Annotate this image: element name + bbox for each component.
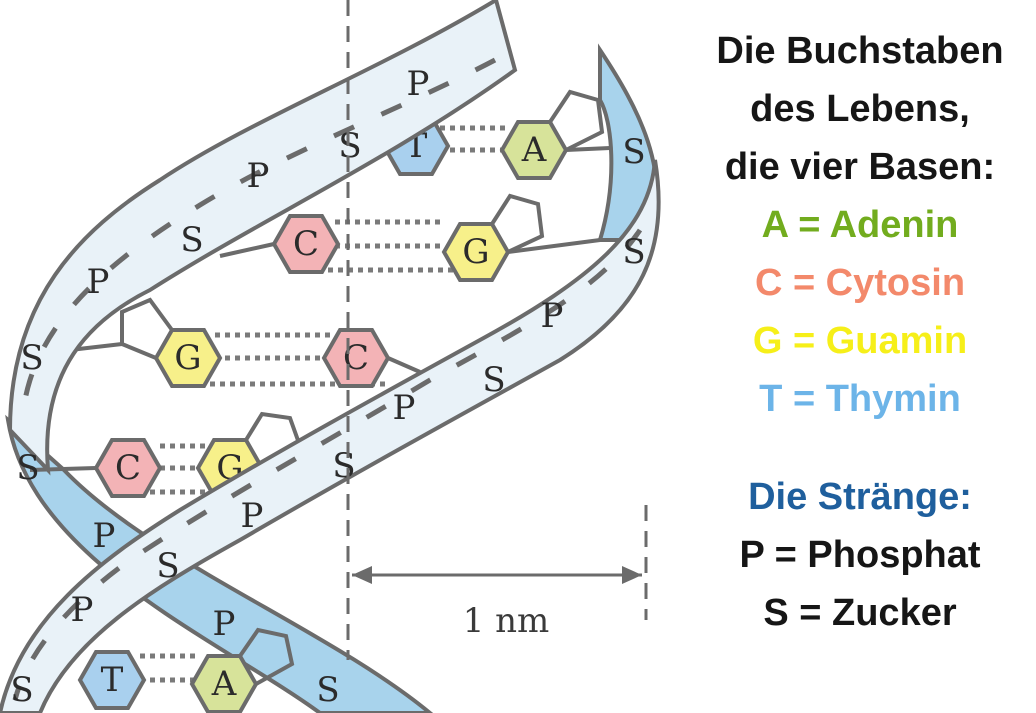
strand-label: P bbox=[213, 604, 236, 644]
legend-heading-line-1: Die Buchstaben bbox=[716, 30, 1004, 72]
strand-label: S bbox=[180, 220, 203, 260]
strand-label: S bbox=[332, 446, 355, 486]
scale-bar: 1 nm bbox=[346, 0, 648, 660]
legend-base-thymin: T = Thymin bbox=[759, 378, 961, 420]
strand-label: P bbox=[93, 516, 116, 556]
strand-label: P bbox=[71, 590, 94, 630]
base-pair-2: C G bbox=[219, 193, 601, 282]
base-label-3-left: G bbox=[174, 338, 201, 378]
legend-base-guamin: G = Guamin bbox=[752, 320, 968, 362]
base-pair-1: T A bbox=[381, 89, 611, 180]
strand-label: S bbox=[622, 132, 645, 172]
strand-label: P bbox=[541, 296, 564, 336]
legend-strand-zucker: S = Zucker bbox=[763, 592, 957, 634]
base-label-2-right: G bbox=[462, 232, 489, 272]
strand-label: S bbox=[20, 338, 43, 378]
strand-label: S bbox=[156, 546, 179, 586]
base-c-3 bbox=[321, 328, 391, 388]
front-strand-backbone-lower bbox=[12, 228, 643, 701]
strand-label: P bbox=[241, 496, 264, 536]
base-pair-3: G C bbox=[69, 297, 421, 388]
legend-strands-heading: Die Stränge: bbox=[748, 476, 972, 518]
strand-label: S bbox=[316, 670, 339, 710]
front-strand-upper-ribbon bbox=[7, 0, 518, 476]
base-label-5-right: A bbox=[211, 664, 237, 704]
base-label-1-right: A bbox=[521, 130, 547, 170]
base-t-5 bbox=[77, 650, 147, 710]
base-label-5-left: T bbox=[101, 660, 124, 700]
legend-heading-line-2: des Lebens, bbox=[750, 88, 970, 130]
front-strand-backbone-upper bbox=[22, 57, 497, 401]
base-label-2-left: C bbox=[293, 224, 319, 264]
base-label-4-left: C bbox=[115, 448, 141, 488]
base-pairs: T A C G bbox=[29, 89, 611, 498]
strand-label: P bbox=[247, 156, 270, 196]
strand-label: S bbox=[10, 670, 33, 710]
strand-label: S bbox=[16, 448, 39, 488]
back-strand-letters: S S P P S bbox=[16, 132, 645, 710]
strand-label: S bbox=[338, 126, 361, 166]
legend-base-adenin: A = Adenin bbox=[761, 204, 959, 246]
strand-label: P bbox=[87, 262, 110, 302]
scale-arrowhead-right bbox=[622, 566, 642, 584]
front-strand-letters: P S P S P S S P S P S P S bbox=[20, 64, 645, 586]
scale-label: 1 nm bbox=[463, 601, 550, 641]
front-strand bbox=[0, 0, 661, 713]
strand-label: S bbox=[482, 360, 505, 400]
legend-strand-phosphat: P = Phosphat bbox=[739, 534, 981, 576]
strand-label: P bbox=[393, 388, 416, 428]
scale-arrowhead-left bbox=[352, 566, 372, 584]
legend-heading-line-3: die vier Basen: bbox=[724, 146, 996, 188]
strand-label: P bbox=[407, 64, 430, 104]
legend-base-cytosin: C = Cytosin bbox=[754, 262, 966, 304]
legend: Die Buchstaben des Lebens, die vier Base… bbox=[690, 22, 1030, 642]
base-pair-5: T A bbox=[77, 627, 295, 713]
strand-label: S bbox=[622, 232, 645, 272]
